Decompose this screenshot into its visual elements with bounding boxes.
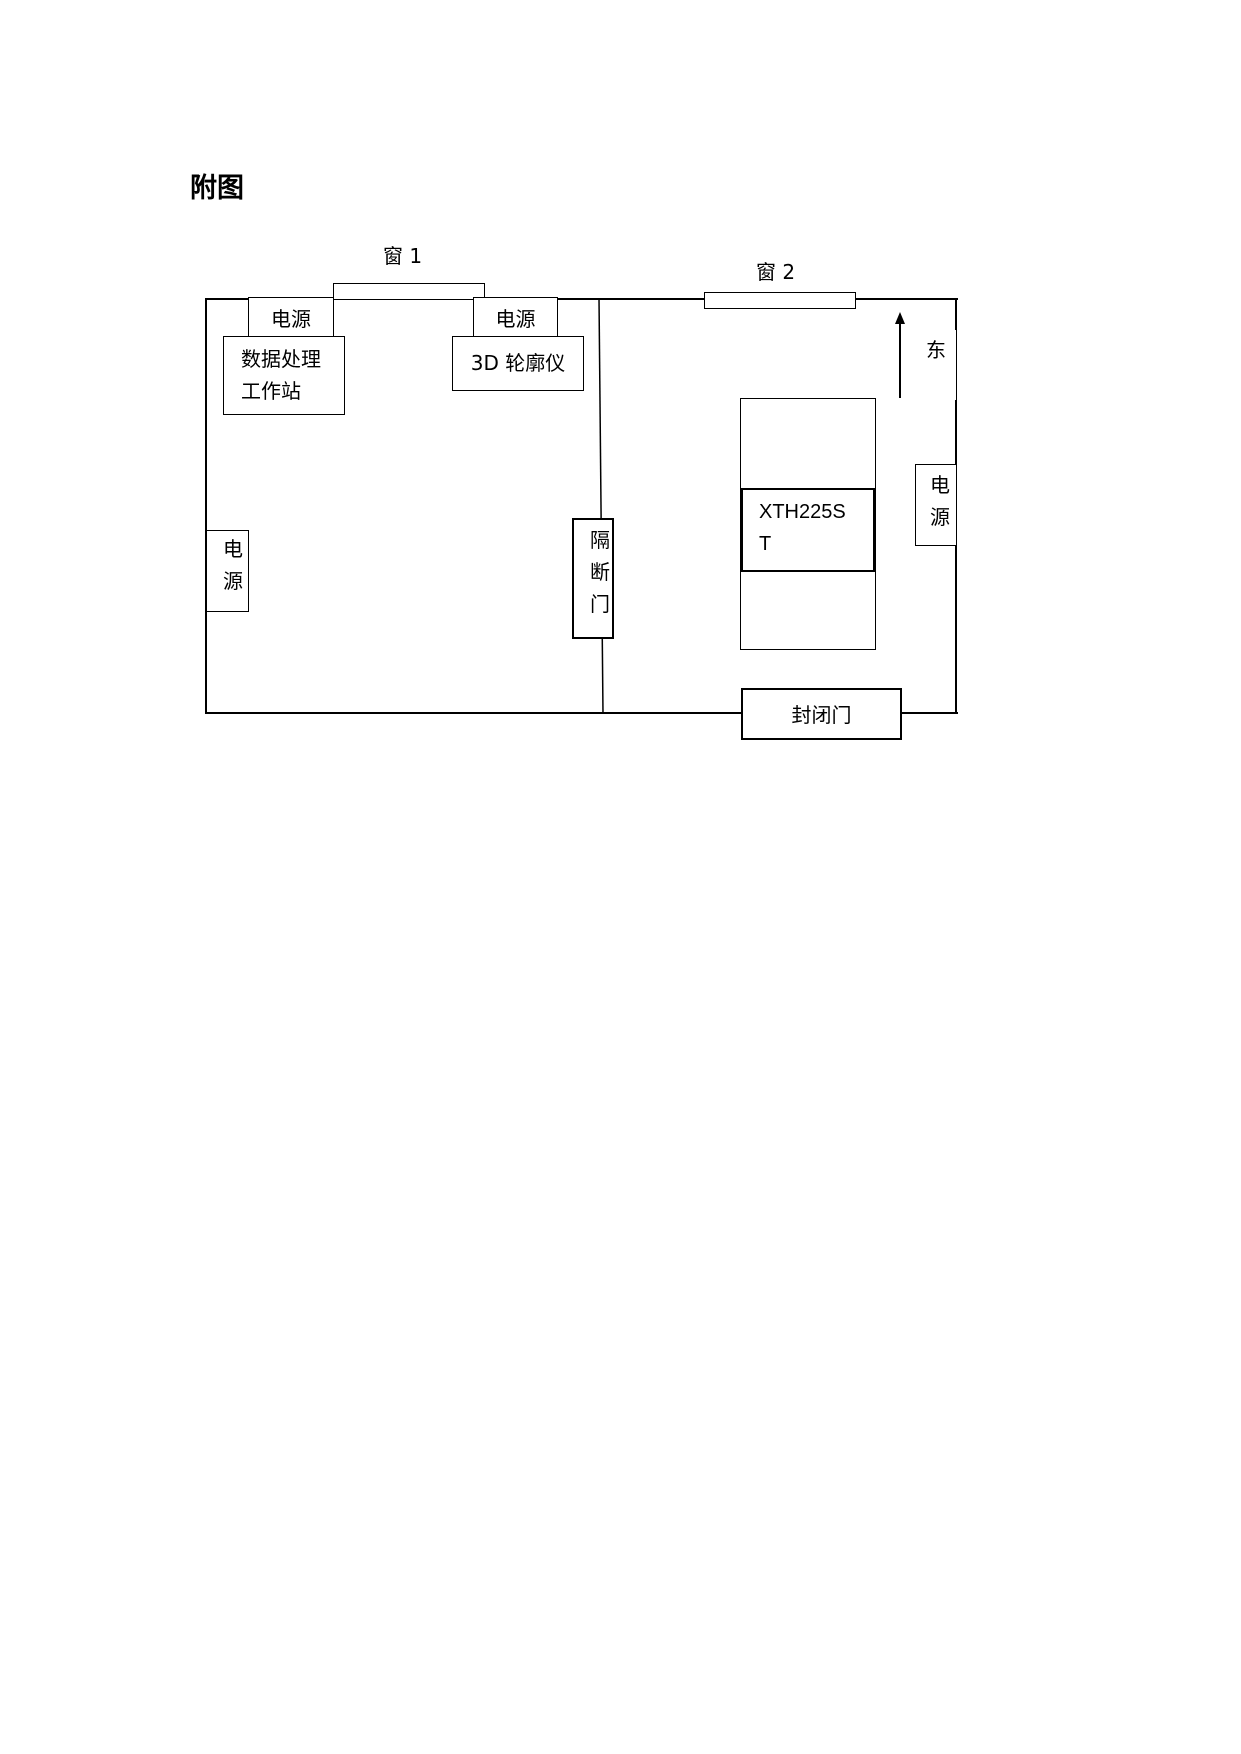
partition-door: 隔断门: [572, 518, 614, 639]
east-label: 东: [918, 330, 956, 400]
workstation: 数据处理 工作站: [223, 336, 345, 415]
window2: [704, 292, 856, 309]
wall-south: [205, 712, 958, 714]
power-outlet-west: 电源: [206, 530, 249, 612]
partition-door-label: 隔断门: [590, 528, 610, 616]
direction-arrow-icon: [895, 312, 905, 398]
machine-line2: T: [759, 533, 772, 555]
wall-north: [205, 298, 958, 300]
figure-title: 附图: [190, 173, 244, 204]
machine-line1: XTH225S: [759, 501, 846, 523]
power-outlet-2: 电源: [473, 297, 558, 337]
sealed-door: 封闭门: [741, 688, 902, 740]
window1: [333, 283, 485, 300]
workstation-line1: 数据处理: [241, 347, 321, 371]
window2-label: 窗 2: [756, 260, 796, 284]
workstation-line2: 工作站: [241, 379, 301, 403]
power-east-label: 电源: [930, 473, 950, 529]
window1-label: 窗 1: [383, 244, 423, 268]
power-outlet-1: 电源: [248, 297, 334, 337]
power-west-label: 电源: [223, 537, 243, 593]
wall-west: [205, 298, 207, 714]
power-outlet-east: 电源: [915, 464, 957, 546]
profiler-3d: 3D 轮廓仪: [452, 336, 584, 391]
partition-wall: [598, 298, 604, 714]
xth225st-label-box: XTH225S T: [741, 488, 875, 572]
